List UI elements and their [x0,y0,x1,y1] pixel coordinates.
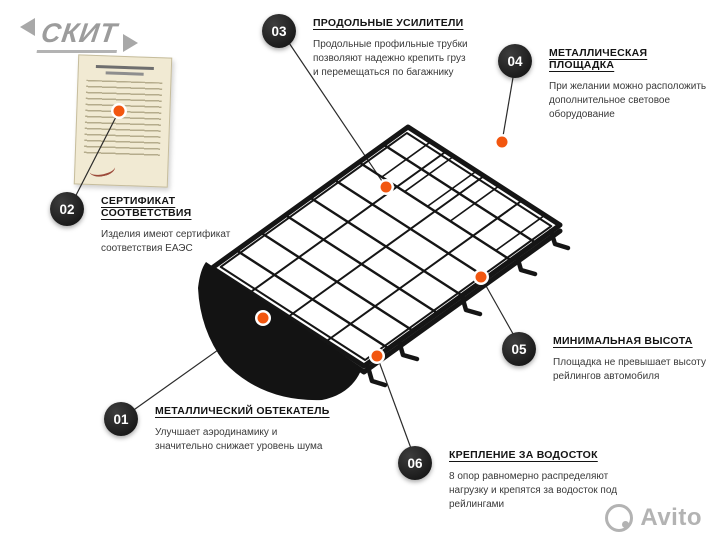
marker-dot-03 [378,179,394,195]
callout-06-title: КРЕПЛЕНИЕ ЗА ВОДОСТОК [449,449,598,461]
brand-logo: СКИТ [20,8,139,62]
callout-05-body: Площадка не превышает высоту рейлингов а… [553,357,706,383]
callout-05-title: МИНИМАЛЬНАЯ ВЫСОТА [553,335,693,347]
logo-arrow-right-icon [123,34,139,52]
callout-01-title: МЕТАЛЛИЧЕСКИЙ ОБТЕКАТЕЛЬ [155,405,330,417]
rack-crossbars [235,143,537,350]
callout-02-body: Изделия имеют сертификат соответствия ЕА… [101,229,231,255]
avito-watermark: Avito [605,504,702,532]
brand-logo-text: СКИТ [36,17,122,53]
callout-05-badge: 05 [502,332,536,366]
callout-certificate: 02 СЕРТИФИКАТ СООТВЕТСТВИЯ Изделия имеют… [50,192,266,256]
marker-dot-06 [369,348,385,364]
callout-04-badge: 04 [498,44,532,78]
callout-metal-fairing: 01 МЕТАЛЛИЧЕСКИЙ ОБТЕКАТЕЛЬ Улучшает аэр… [104,402,330,454]
certificate-image [73,54,173,188]
callout-04-title: МЕТАЛЛИЧЕСКАЯ ПЛОЩАДКА [549,47,648,71]
callout-minimal-height: 05 МИНИМАЛЬНАЯ ВЫСОТА Площадка не превыш… [502,332,714,384]
callout-01-badge: 01 [104,402,138,436]
callout-longitudinal-reinforcements: 03 ПРОДОЛЬНЫЕ УСИЛИТЕЛИ Продольные профи… [262,14,484,81]
rack-platform-slats [380,140,546,252]
callout-gutter-mount: 06 КРЕПЛЕНИЕ ЗА ВОДОСТОК 8 опор равномер… [398,446,640,513]
avito-watermark-text: Avito [640,504,702,531]
callout-metal-platform: 04 МЕТАЛЛИЧЕСКАЯ ПЛОЩАДКА При желании мо… [498,44,712,123]
marker-dot-04 [494,134,510,150]
rack-longitudinal-tubes [249,150,523,343]
callout-03-badge: 03 [262,14,296,48]
certificate-title-line [96,65,154,71]
certificate-signature [88,159,117,179]
callout-01-body: Улучшает аэродинамику и значительно сниж… [155,427,323,453]
marker-dot-05 [473,269,489,285]
marker-dot-01 [255,310,271,326]
callout-06-badge: 06 [398,446,432,480]
certificate-text-lines [83,79,163,159]
certificate-subtitle-line [105,71,145,76]
callout-03-body: Продольные профильные трубки позволяют н… [313,39,468,79]
rack-inner-rim [219,132,553,361]
avito-logo-icon [605,504,634,532]
callout-03-title: ПРОДОЛЬНЫЕ УСИЛИТЕЛИ [313,17,464,29]
fairing-shape [198,262,362,401]
logo-arrow-left-icon [20,18,35,36]
callout-04-body: При желании можно расположить дополнител… [549,81,707,121]
callout-02-title: СЕРТИФИКАТ СООТВЕТСТВИЯ [101,195,192,219]
callout-06-body: 8 опор равномерно распределяют нагрузку … [449,471,618,511]
callout-02-badge: 02 [50,192,84,226]
